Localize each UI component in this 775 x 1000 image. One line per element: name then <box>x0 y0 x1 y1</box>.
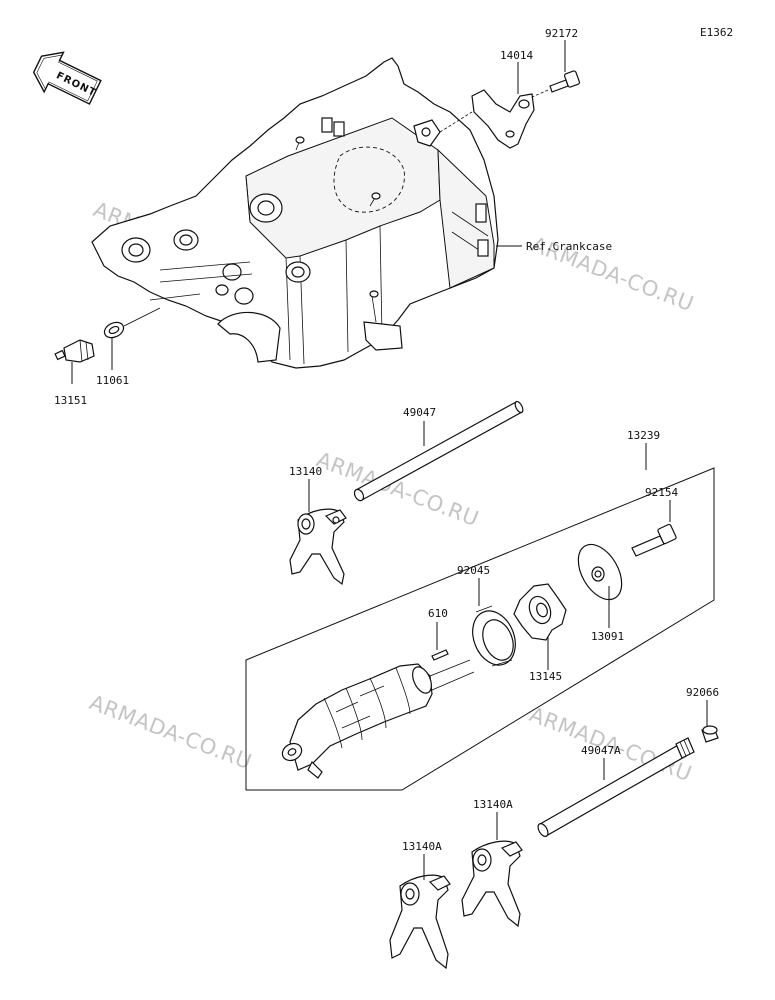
part-13140-fork <box>289 508 347 586</box>
label-92045: 92045 <box>457 564 490 577</box>
label-13140a-right: 13140A <box>473 798 513 811</box>
label-610: 610 <box>428 607 448 620</box>
diagram-code: E1362 <box>700 26 733 39</box>
label-13145: 13145 <box>529 670 562 683</box>
part-92154-bolt <box>631 523 677 557</box>
part-13145-plate <box>513 583 567 641</box>
part-92045-bearing <box>472 605 516 667</box>
part-shift-drum <box>281 659 475 779</box>
label-13151: 13151 <box>54 394 87 407</box>
label-92066: 92066 <box>686 686 719 699</box>
label-14014: 14014 <box>500 49 533 62</box>
part-610-pin <box>431 649 449 661</box>
part-11061-washer <box>103 321 125 339</box>
part-49047-shaft <box>353 400 524 502</box>
label-49047a: 49047A <box>581 744 621 757</box>
part-13140a-fork-right <box>461 840 523 928</box>
crankcase <box>91 57 499 369</box>
part-13140a-fork-left <box>389 874 451 970</box>
leader-bolt-bracket <box>529 89 549 99</box>
leader-lines <box>71 40 708 880</box>
label-ref-crankcase: Ref.Crankcase <box>526 240 612 253</box>
label-49047: 49047 <box>403 406 436 419</box>
part-labels: E1362 92172 14014 Ref.Crankcase 13151 11… <box>54 26 733 853</box>
label-13140: 13140 <box>289 465 322 478</box>
label-92154: 92154 <box>645 486 678 499</box>
part-13091-cam <box>577 543 623 601</box>
watermark-4: ARMADA-CO.RU <box>86 690 255 774</box>
label-11061: 11061 <box>96 374 129 387</box>
assembly-13239-frame <box>245 467 715 791</box>
part-49047a-shaft <box>537 737 695 837</box>
part-14014-bracket <box>471 89 535 149</box>
label-13239: 13239 <box>627 429 660 442</box>
part-13151-neutral-switch <box>54 339 95 363</box>
label-13140a-left: 13140A <box>402 840 442 853</box>
leader-washer-case <box>123 307 161 327</box>
leader-bracket-case <box>439 111 473 133</box>
part-92066-cap <box>701 725 719 743</box>
front-arrow-icon: FRONT <box>32 51 102 105</box>
part-92172-bolt <box>549 70 581 93</box>
label-92172: 92172 <box>545 27 578 40</box>
label-13091: 13091 <box>591 630 624 643</box>
